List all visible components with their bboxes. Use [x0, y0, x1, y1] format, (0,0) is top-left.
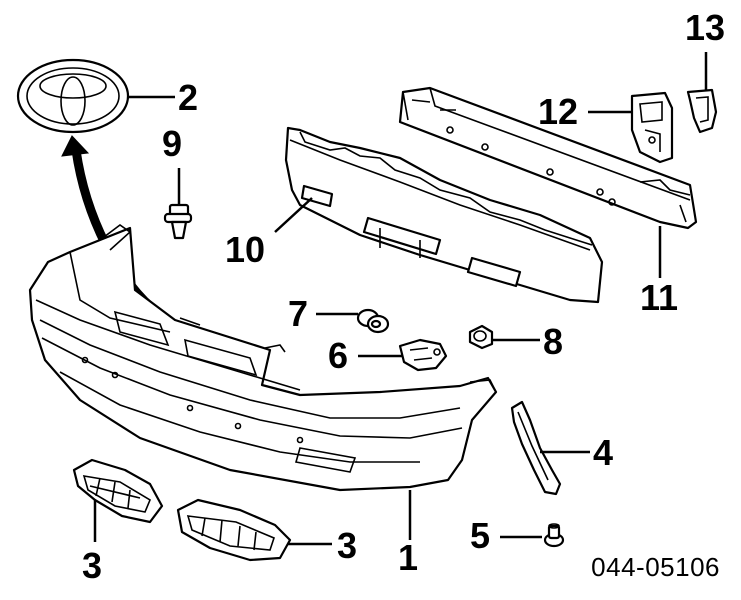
part-side-retainer [510, 400, 562, 496]
callout-3b: 3 [337, 525, 357, 566]
callout-1: 1 [398, 537, 418, 578]
callout-10: 10 [225, 229, 265, 270]
part-clip-8 [468, 324, 494, 350]
callout-3a: 3 [82, 545, 102, 586]
callout-8: 8 [543, 321, 563, 362]
callout-2: 2 [178, 77, 198, 118]
part-bumper-cover [28, 224, 498, 492]
callout-7: 7 [288, 293, 308, 334]
callout-4: 4 [593, 432, 613, 473]
part-reinforcement [398, 86, 698, 230]
callout-9: 9 [162, 123, 182, 164]
callout-6: 6 [328, 335, 348, 376]
part-energy-absorber [284, 126, 604, 304]
callout-11: 11 [640, 277, 678, 318]
part-grille-left [72, 458, 164, 524]
part-grille-right [176, 498, 292, 562]
part-bracket-13 [686, 88, 718, 134]
part-emblem [16, 58, 175, 134]
leader-10 [274, 197, 313, 233]
callout-5: 5 [470, 515, 490, 556]
callout-13: 13 [685, 7, 725, 48]
callout-12: 12 [538, 91, 578, 132]
part-clip-7 [356, 308, 390, 334]
reference-code: 044-05106 [591, 552, 720, 582]
part-bracket-12 [630, 91, 674, 164]
part-clip-9 [163, 203, 193, 240]
part-screw-5 [543, 523, 565, 548]
part-bracket-6 [398, 338, 448, 372]
